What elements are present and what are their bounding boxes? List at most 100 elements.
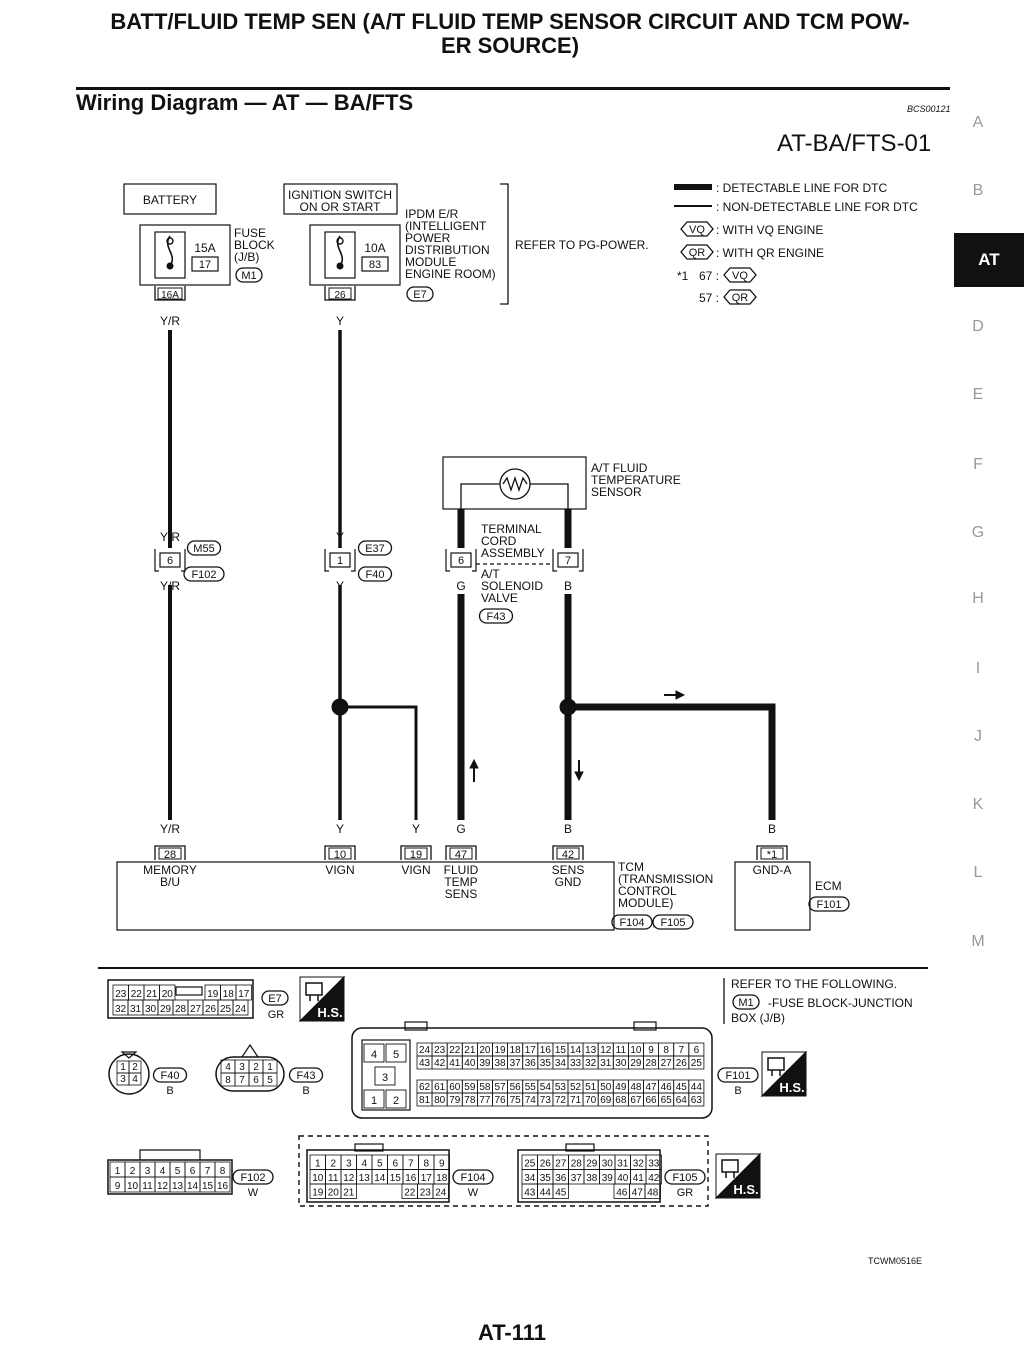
f43-key	[241, 1043, 259, 1058]
f101-lower-pin-61: 61	[434, 1082, 446, 1093]
f105-grid-pin-28: 28	[571, 1159, 583, 1170]
f101-lower-pin-81: 81	[419, 1095, 431, 1106]
f40-key	[120, 1051, 138, 1059]
side-index-j[interactable]: J	[974, 728, 982, 745]
terminal-cord-label-2: ASSEMBLY	[481, 546, 545, 560]
ipdm-label-2: POWER	[405, 231, 451, 245]
side-index-i[interactable]: I	[975, 660, 981, 677]
f43-conn-tag-oval	[478, 608, 514, 624]
f101-lower-pin-66: 66	[645, 1095, 657, 1106]
ignition-fuse-end2	[336, 262, 344, 270]
sensor-box	[442, 456, 587, 510]
f101-lower-pin-44: 44	[691, 1082, 703, 1093]
f102-grid-pin-8: 8	[220, 1166, 226, 1177]
f104-r3b-pin-24: 24	[435, 1188, 447, 1199]
tcm-conn-f105: F105	[660, 917, 685, 929]
f104-grid-pin-6: 6	[392, 1159, 398, 1170]
f101-upper-pin-30: 30	[615, 1058, 627, 1069]
terminal-cord-label-1: CORD	[481, 534, 517, 548]
f102-grid-pin-15: 15	[202, 1181, 214, 1192]
side-index-e[interactable]: E	[972, 386, 984, 403]
f104-grid-pin-2: 2	[330, 1159, 336, 1170]
tcm-term-47-box	[449, 847, 473, 860]
side-index-d[interactable]: D	[972, 318, 984, 335]
f101-lower-pin-79: 79	[449, 1095, 461, 1106]
ecm-wire: B	[768, 822, 776, 836]
side-index-m[interactable]: M	[971, 933, 985, 950]
tcm-comma: ,	[652, 915, 655, 929]
solenoid-label-2: VALVE	[481, 591, 518, 605]
f101-upper-pin-43: 43	[419, 1058, 431, 1069]
f101-upper-pin-35: 35	[540, 1058, 552, 1069]
sensor-term7-r	[579, 549, 584, 572]
mid-yr2: Y/R	[160, 579, 180, 593]
f101-outline	[351, 1027, 713, 1119]
f104-grid-pin-3: 3	[346, 1159, 352, 1170]
f101-upper-pin-38: 38	[494, 1058, 506, 1069]
tcm-wire-0: Y/R	[160, 822, 180, 836]
f105-grid-pin-32: 32	[633, 1159, 645, 1170]
e7-r1a-pin-21: 21	[146, 989, 158, 1000]
side-index-l[interactable]: L	[973, 864, 983, 881]
f104-grid-pin-17: 17	[421, 1173, 433, 1184]
f105-grid-pin-25: 25	[524, 1159, 536, 1170]
e7-r2-pin-30: 30	[145, 1004, 157, 1015]
f101-left-pin-1: 1	[371, 1095, 377, 1107]
refer-jb-1: -FUSE BLOCK-JUNCTION	[768, 996, 913, 1010]
f101-upper-pin-17: 17	[525, 1045, 537, 1056]
tcm-term-28-br	[154, 845, 186, 860]
refer-following: REFER TO THE FOLLOWING.	[731, 977, 897, 991]
e7-r2-pin-31: 31	[130, 1004, 142, 1015]
f101-lower-pin-46: 46	[661, 1082, 673, 1093]
side-index-a[interactable]: A	[972, 114, 984, 131]
f105-grid-pin-36: 36	[555, 1173, 567, 1184]
title-line-2: ER SOURCE)	[440, 33, 580, 58]
f105-r3b-cell-0-2	[644, 1183, 661, 1199]
f105-grid-pin-39: 39	[602, 1173, 614, 1184]
ignition-wire-color: Y	[336, 314, 344, 328]
f101-upper-pin-24: 24	[419, 1045, 431, 1056]
doc-code: BCS00121	[907, 104, 951, 114]
side-index-b[interactable]: B	[972, 182, 984, 199]
legend-vq-tag-hex	[680, 221, 714, 237]
f101-upper-pin-16: 16	[540, 1045, 552, 1056]
ignition-term-box	[328, 287, 352, 300]
f101-lower-pin-45: 45	[676, 1082, 688, 1093]
side-index-f[interactable]: F	[973, 456, 983, 473]
battery-label: BATTERY	[143, 193, 197, 207]
title-line-1: BATT/FLUID TEMP SEN (A/T FLUID TEMP SENS…	[110, 9, 910, 34]
side-index-at[interactable]: AT	[954, 233, 1024, 287]
f40-grid-cell-1-1	[128, 1072, 142, 1086]
ignition-label-1: ON OR START	[300, 200, 382, 214]
tcm-name-4-1: GND	[555, 875, 582, 889]
f101-upper-pin-39: 39	[479, 1058, 491, 1069]
tcm-label-1: (TRANSMISSION	[618, 872, 713, 886]
f105-r3a-pin-45: 45	[555, 1188, 567, 1199]
fuse-block-box	[139, 224, 231, 286]
f102-grid-pin-3: 3	[145, 1166, 151, 1177]
f105-grid-pin-27: 27	[555, 1159, 567, 1170]
f101-lower-pin-54: 54	[540, 1082, 552, 1093]
e37-term: 1	[337, 555, 343, 567]
f101-lower-pin-63: 63	[691, 1095, 703, 1106]
diagram-id: AT-BA/FTS-01	[777, 130, 932, 157]
fuse-block-conn: M1	[241, 270, 256, 282]
side-index-g[interactable]: G	[971, 524, 985, 541]
f101-left-cell-1	[385, 1043, 407, 1063]
side-index-h[interactable]: H	[972, 590, 984, 607]
f101-upper-pin-19: 19	[494, 1045, 506, 1056]
f101-lower-pin-56: 56	[510, 1082, 522, 1093]
ecm-label: ECM	[815, 879, 842, 893]
f101-left-pin-4: 4	[371, 1049, 377, 1061]
f101-color: B	[734, 1085, 741, 1097]
e7-tag: E7	[268, 993, 281, 1005]
f101-upper-pin-34: 34	[555, 1058, 567, 1069]
f105-grid-pin-34: 34	[524, 1173, 536, 1184]
sensor-term6-l	[445, 549, 450, 572]
f43-grid-pin-8: 8	[225, 1075, 231, 1086]
m55-conn: M55	[193, 543, 214, 555]
side-index-k[interactable]: K	[972, 796, 984, 813]
f101-lower-pin-80: 80	[434, 1095, 446, 1106]
tcm-term-42-box	[556, 847, 580, 860]
ecm-term-box	[760, 847, 784, 860]
